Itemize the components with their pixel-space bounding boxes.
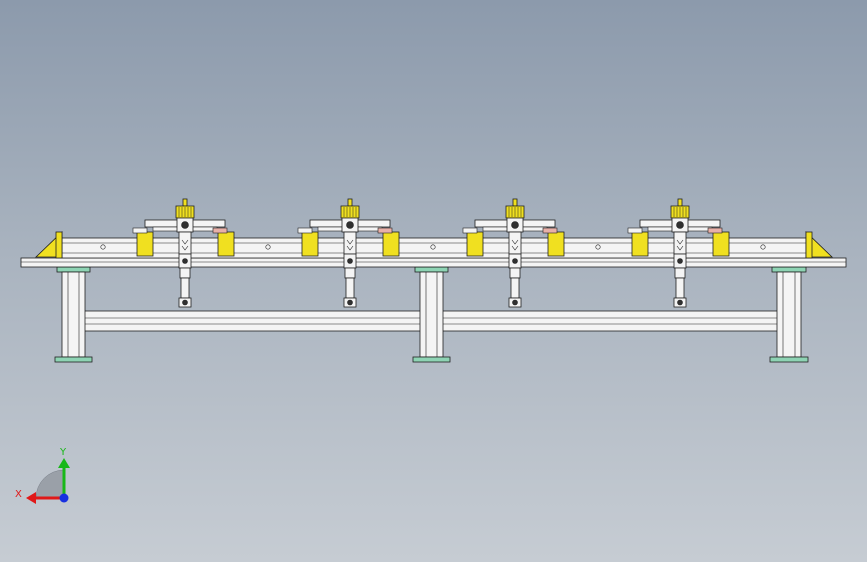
right-locator-cap [212, 227, 228, 234]
cylinder-collar [509, 267, 521, 279]
y-axis-label: Y [59, 447, 67, 458]
left-end-block [55, 231, 63, 259]
cylinder-port [512, 258, 518, 264]
clamp-station [627, 198, 730, 308]
leg-foot-pad [412, 356, 451, 363]
cylinder-rod [180, 277, 190, 299]
right-end-block [805, 231, 813, 259]
z-axis-dot [59, 493, 69, 503]
rail-bolt-hole [265, 244, 271, 250]
rail-bolt-hole [760, 244, 766, 250]
left-locator-cap [297, 227, 313, 234]
clamp-pivot [511, 221, 519, 229]
cylinder-upper [178, 231, 192, 255]
cylinder-end-bolt [182, 299, 188, 306]
axis-triad: Y X [15, 447, 70, 504]
clamp-handle-tip [182, 198, 188, 207]
leg-post [61, 271, 86, 358]
right-locator-cap [707, 227, 723, 234]
leg-post [419, 271, 444, 358]
leg-top-plate [771, 266, 807, 273]
rail-bolt-hole [100, 244, 106, 250]
cylinder-port [347, 258, 353, 264]
left-locator-cap [132, 227, 148, 234]
cylinder-port [182, 258, 188, 264]
leg-top-plate [414, 266, 449, 273]
right-locator-block [712, 231, 730, 257]
clamp-handle-tip [512, 198, 518, 207]
cylinder-rod [675, 277, 685, 299]
left-locator-cap [462, 227, 478, 234]
cylinder-port [677, 258, 683, 264]
cylinder-collar [179, 267, 191, 279]
cylinder-upper [673, 231, 687, 255]
cylinder-upper [508, 231, 522, 255]
y-axis-arrowhead [58, 458, 70, 468]
cylinder-end-bolt [512, 299, 518, 306]
cylinder-upper [343, 231, 357, 255]
rail-bolt-hole [430, 244, 436, 250]
left-locator-cap [627, 227, 643, 234]
right-locator-block [382, 231, 400, 257]
right-locator-block [217, 231, 235, 257]
triad-sector [35, 469, 65, 499]
right-locator-block [547, 231, 565, 257]
cylinder-rod [510, 277, 520, 299]
cylinder-collar [344, 267, 356, 279]
right-locator-cap [542, 227, 558, 234]
cylinder-end-bolt [347, 299, 353, 306]
clamp-station [462, 198, 565, 308]
clamp-station [132, 198, 235, 308]
support-leg [54, 266, 93, 363]
right-locator-cap [377, 227, 393, 234]
clamp-stations [132, 198, 730, 308]
rail-bolt-hole [595, 244, 601, 250]
leg-foot-pad [54, 356, 93, 363]
clamp-station [297, 198, 400, 308]
left-locator-block [301, 231, 319, 257]
cylinder-end-bolt [677, 299, 683, 306]
cylinder-marking [511, 239, 519, 251]
clamp-pivot [346, 221, 354, 229]
left-locator-block [136, 231, 154, 257]
left-locator-block [631, 231, 649, 257]
support-leg [412, 266, 451, 363]
cylinder-collar [674, 267, 686, 279]
clamp-pivot [676, 221, 684, 229]
cylinder-marking [676, 239, 684, 251]
leg-foot-pad [769, 356, 809, 363]
clamp-handle-tip [677, 198, 683, 207]
clamp-handle-tip [347, 198, 353, 207]
left-locator-block [466, 231, 484, 257]
cylinder-marking [181, 239, 189, 251]
cylinder-rod [345, 277, 355, 299]
clamp-pivot [181, 221, 189, 229]
x-axis-label: X [15, 489, 22, 500]
x-axis-arrowhead [26, 492, 36, 504]
cylinder-marking [346, 239, 354, 251]
leg-post [776, 271, 802, 358]
base-plate [20, 257, 847, 268]
leg-top-plate [56, 266, 91, 273]
